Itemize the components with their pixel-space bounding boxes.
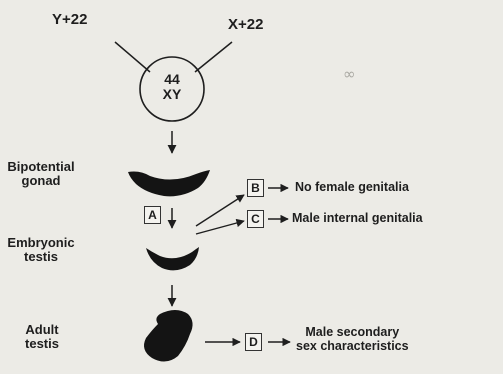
box-b: B (247, 179, 264, 197)
stage-label-bipotential-gonad: Bipotential gonad (2, 159, 80, 189)
stage-label-line: Bipotential (7, 159, 75, 174)
stage-label-line: Adult (25, 322, 59, 337)
box-a: A (144, 206, 161, 224)
parent-line-left (114, 41, 151, 73)
parent-left-label: Y+22 (52, 11, 88, 28)
arrow-a-to-c (195, 218, 245, 235)
box-c: C (247, 210, 264, 228)
outcome-d-line: sex characteristics (296, 338, 409, 353)
stage-label-line: Embryonic (7, 235, 75, 250)
outcome-d-line: Male secondary (305, 325, 400, 339)
stage-label-adult-testis: Adult testis (8, 322, 76, 352)
stage-label-line: testis (25, 336, 59, 352)
adult-testis-shape (144, 310, 193, 362)
zygote-chromosome-count: 44 (164, 71, 180, 87)
outcome-c-label: Male internal genitalia (292, 211, 423, 225)
stage-label-line: gonad (21, 173, 61, 189)
stage-label-line: testis (24, 249, 58, 265)
zygote-circle (139, 56, 205, 122)
parent-right-label: X+22 (228, 16, 264, 33)
embryonic-testis-shape (146, 247, 199, 271)
arrow-a-to-b (195, 194, 245, 227)
outcome-d-label: Male secondary sex characteristics (296, 325, 409, 354)
bipotential-gonad-shape (128, 170, 210, 197)
zygote-sex-chromosomes: XY (162, 85, 182, 102)
zygote-label: 44 XY (148, 72, 196, 101)
outcome-b-label: No female genitalia (295, 180, 409, 194)
faint-mark: ∞ (343, 65, 356, 83)
box-d: D (245, 333, 262, 351)
parent-line-right (194, 41, 233, 73)
stage-label-embryonic-testis: Embryonic testis (2, 235, 80, 265)
